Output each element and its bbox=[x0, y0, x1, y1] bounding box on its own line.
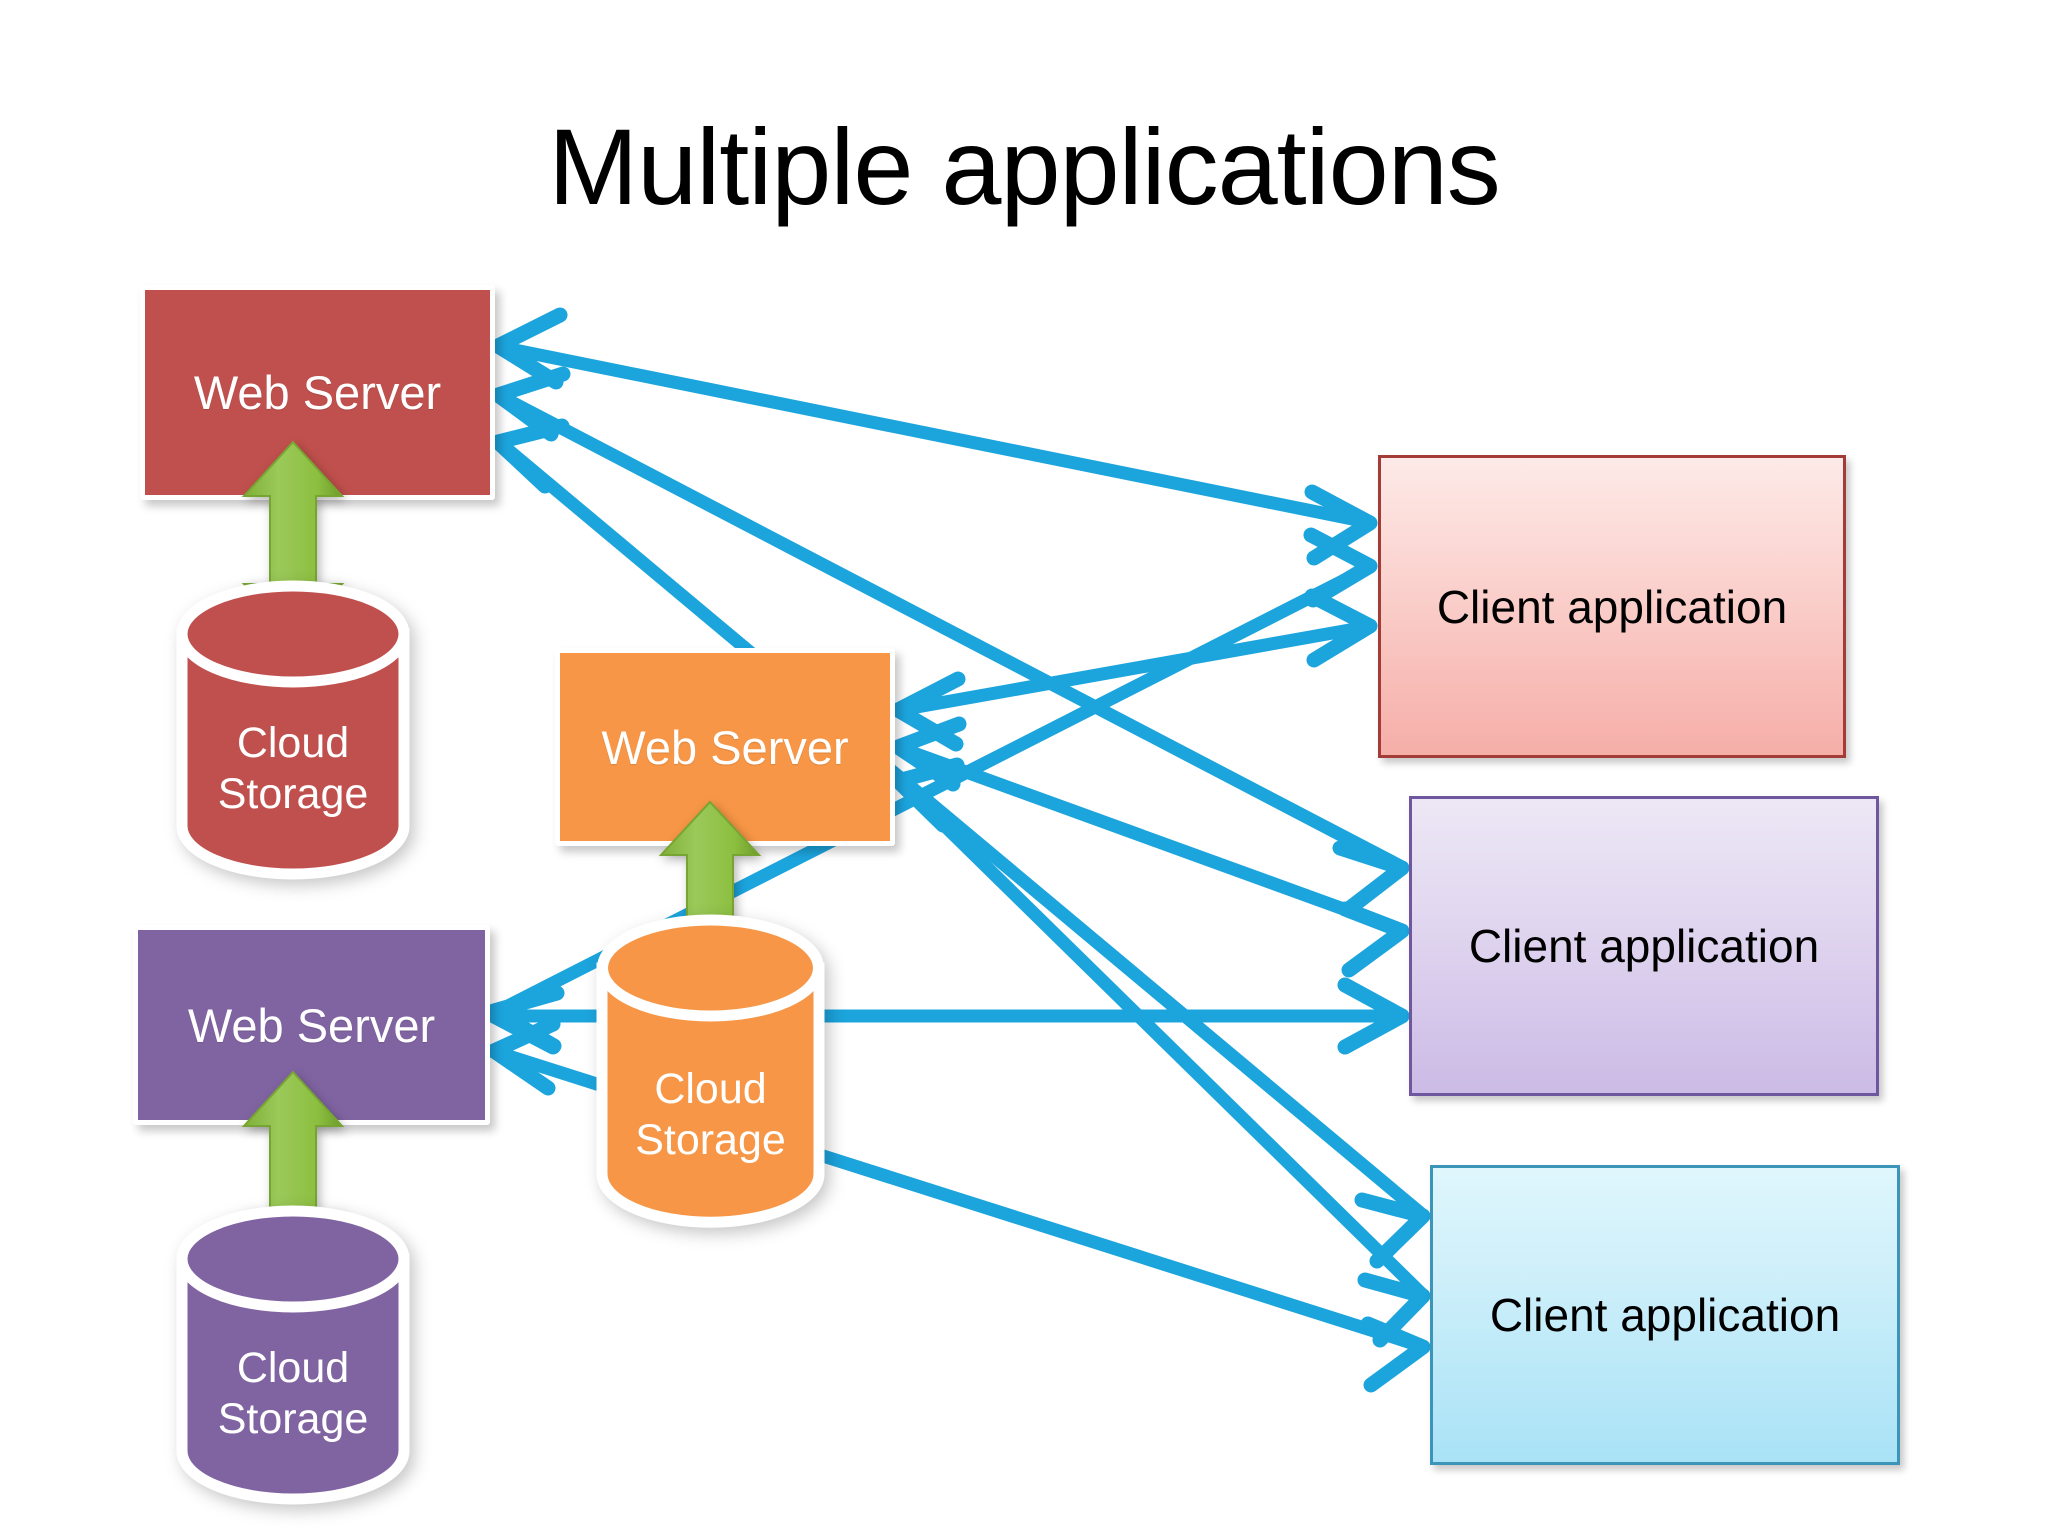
web-server-red-label: Web Server bbox=[193, 366, 442, 419]
cloud-storage-purple[interactable]: Cloud Storage bbox=[168, 1205, 418, 1505]
cloud-storage-orange[interactable]: Cloud Storage bbox=[588, 912, 833, 1230]
client-application-cyan[interactable]: Client application bbox=[1430, 1165, 1900, 1465]
client-application-pink[interactable]: Client application bbox=[1378, 455, 1846, 758]
client-application-lavender-label: Client application bbox=[1468, 920, 1820, 972]
web-server-purple-label: Web Server bbox=[187, 998, 436, 1052]
web-server-red[interactable]: Web Server bbox=[140, 285, 495, 500]
client-application-cyan-label: Client application bbox=[1489, 1289, 1841, 1341]
page-title: Multiple applications bbox=[548, 106, 1501, 227]
cloud-storage-red[interactable]: Cloud Storage bbox=[168, 580, 418, 880]
web-server-orange-label: Web Server bbox=[601, 720, 849, 774]
web-server-purple[interactable]: Web Server bbox=[133, 925, 490, 1125]
client-application-lavender[interactable]: Client application bbox=[1409, 796, 1879, 1096]
client-application-pink-label: Client application bbox=[1436, 580, 1788, 633]
